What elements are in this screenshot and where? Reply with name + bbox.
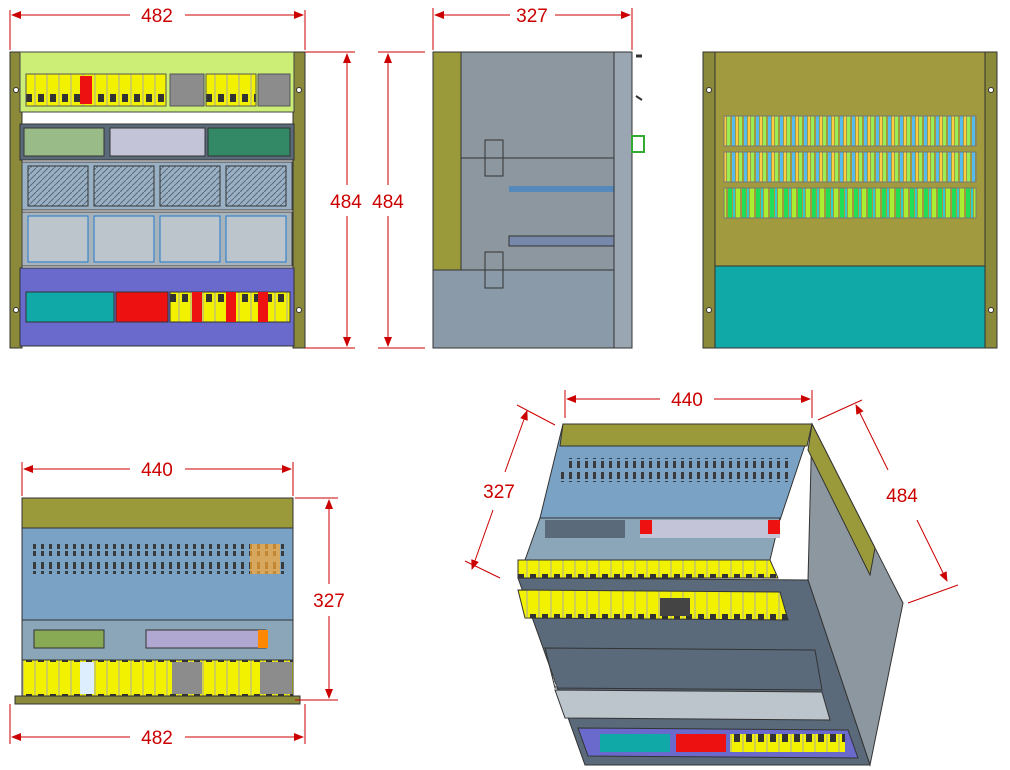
iso-width-dimension: 440 [564, 390, 813, 418]
isometric-view [517, 422, 904, 767]
side-height-dimension: 484 [372, 51, 425, 349]
front-monitor-module [23, 127, 105, 157]
rectifier-module [93, 215, 155, 263]
rear-lower-panel [714, 265, 986, 349]
iso-width-label: 440 [671, 390, 703, 411]
iso-depth-dimension: 327 [464, 404, 556, 579]
iso-height-dimension: 484 [817, 399, 959, 604]
top-depth-label: 327 [313, 591, 345, 612]
rectifier-module [159, 215, 221, 263]
rear-terminal-row [723, 151, 977, 183]
side-view [432, 51, 645, 349]
rear-terminal-row [723, 115, 977, 147]
rectifier-module [27, 215, 89, 263]
rear-view [702, 51, 998, 349]
top-outer-width-label: 482 [141, 728, 173, 749]
fan-unit [93, 165, 155, 207]
iso-depth-label: 327 [483, 482, 515, 503]
rear-terminal-row [723, 187, 977, 219]
front-height-dimension: 484 [305, 51, 362, 349]
top-view [14, 497, 301, 705]
side-depth-dimension: 327 [432, 6, 633, 50]
front-width-dimension: 482 [9, 6, 306, 50]
side-height-label: 484 [372, 192, 404, 213]
front-right-rack-ear [292, 51, 306, 349]
fan-unit [225, 165, 287, 207]
iso-height-label: 484 [886, 486, 918, 507]
top-outer-width-dimension: 482 [9, 704, 306, 749]
iso-fan-row [544, 647, 823, 691]
front-fan-row [21, 161, 293, 211]
rectifier-module [225, 215, 287, 263]
fan-unit [27, 165, 89, 207]
front-view [9, 51, 306, 349]
top-inner-width-dimension: 440 [21, 460, 294, 496]
top-depth-dimension: 327 [295, 497, 345, 701]
top-inner-width-label: 440 [141, 460, 173, 481]
fan-unit [159, 165, 221, 207]
front-height-label: 484 [330, 192, 362, 213]
front-width-label: 482 [141, 6, 173, 27]
iso-rectifier-row [554, 689, 831, 721]
front-rectifier-row [21, 211, 293, 267]
side-depth-label: 327 [516, 6, 548, 27]
